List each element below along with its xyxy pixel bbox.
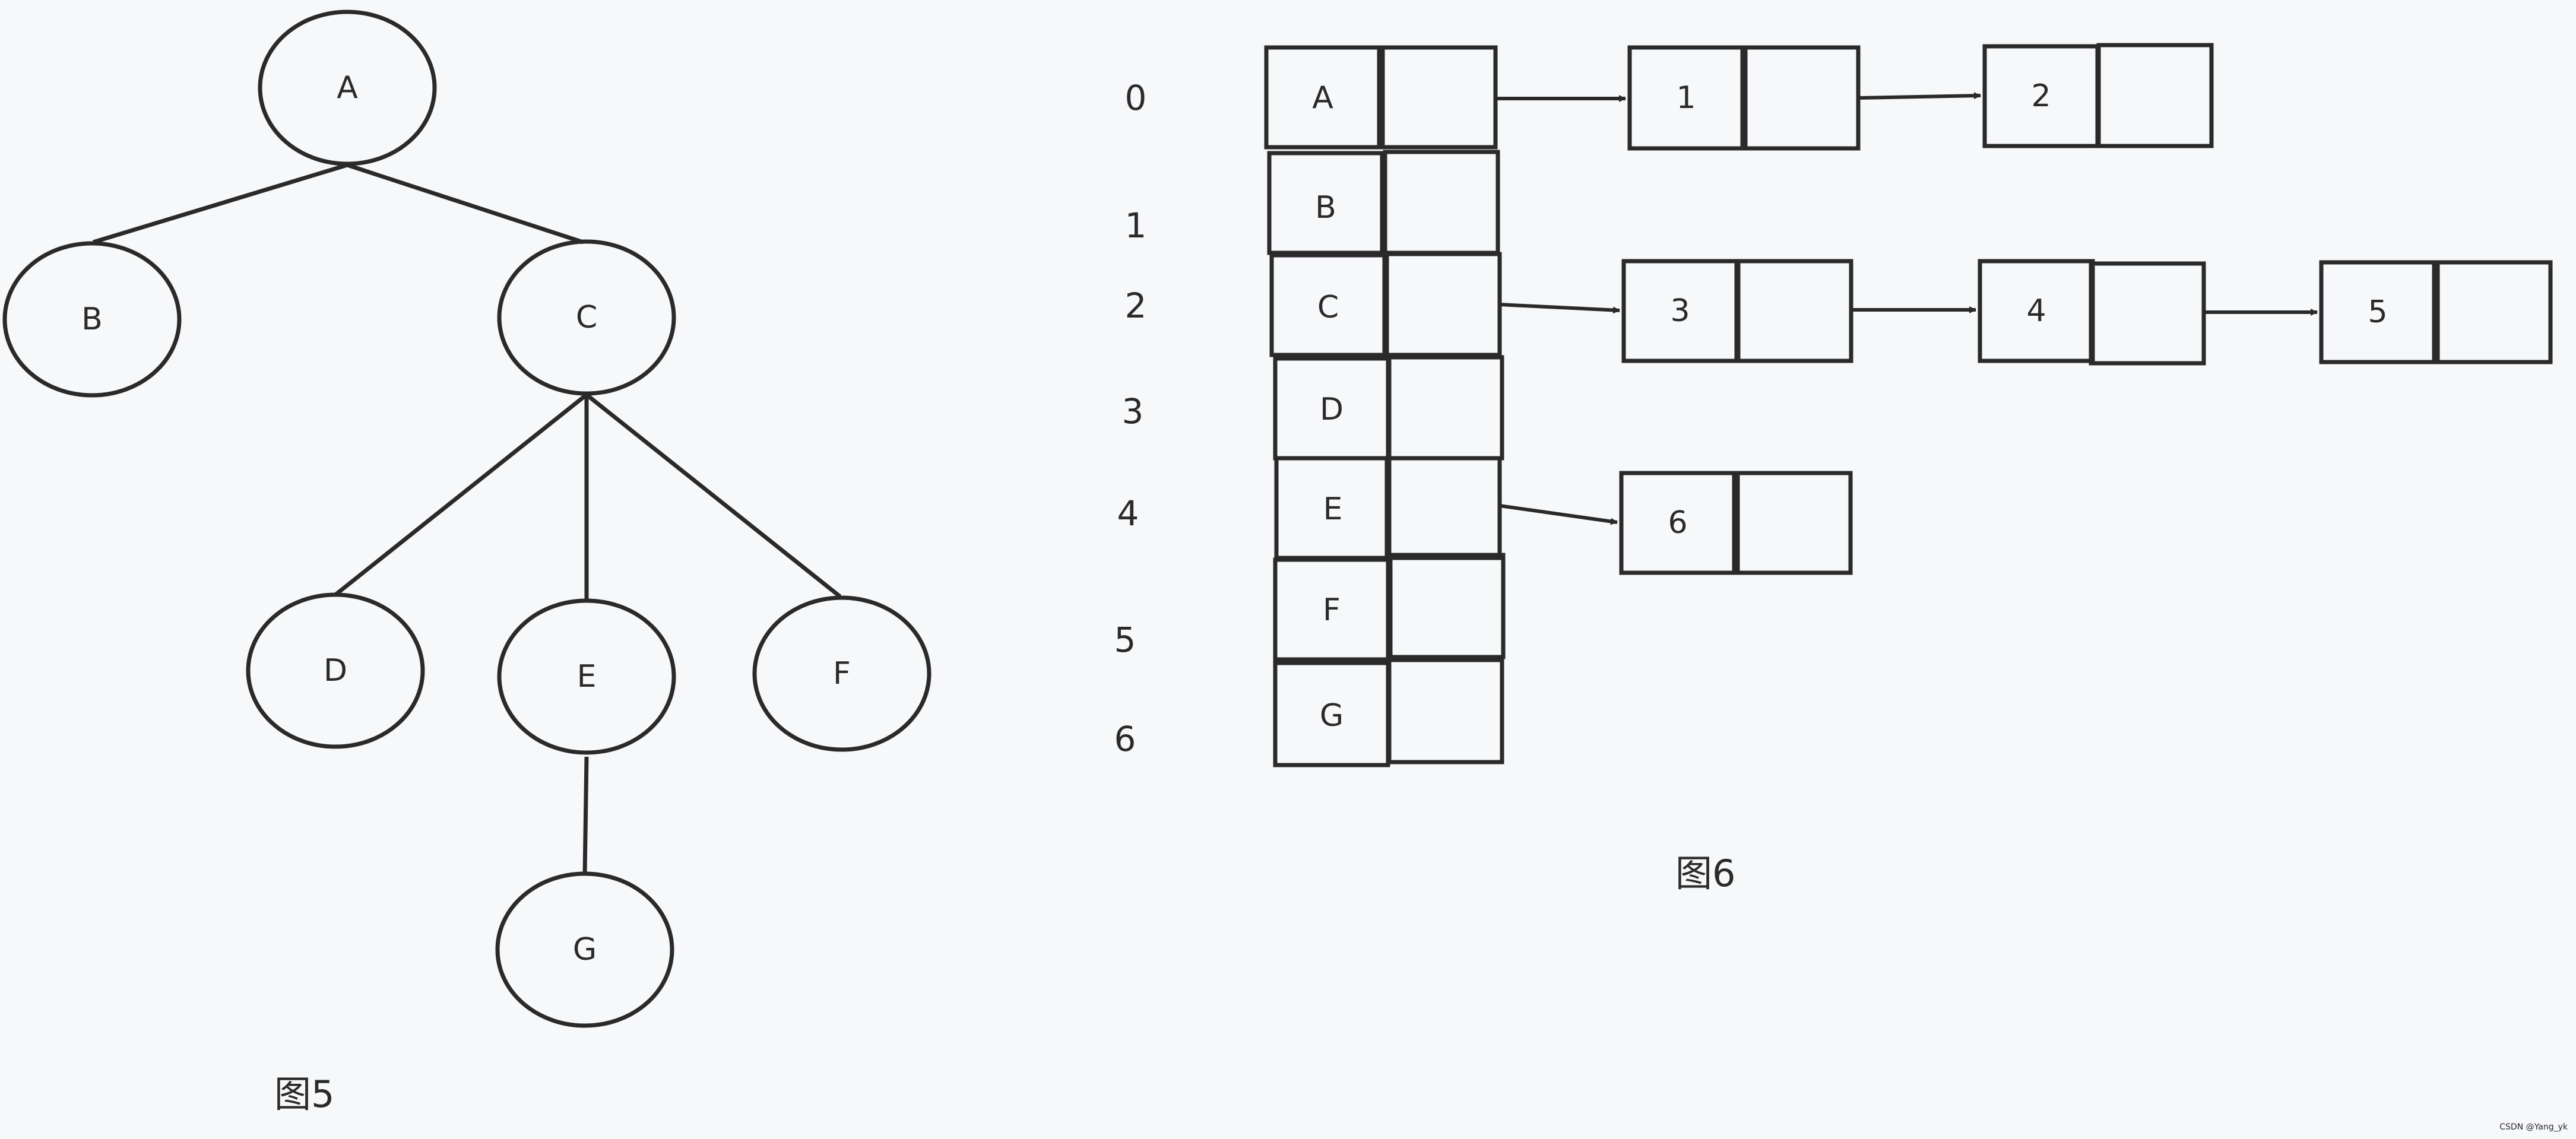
chain-label-5: 5 [2368,294,2387,330]
edge-a-b [92,163,348,245]
head-cell-a-data [1264,45,1382,150]
chain-node-5-data [2319,260,2436,364]
figure-6-chain-labels: 1 2 3 4 5 6 [1668,78,2387,541]
head-cell-a-pointer [1380,45,1498,150]
tree-label-b: B [81,302,103,337]
arrow-1-to-2 [1858,92,1981,100]
head-cell-f-pointer [1388,553,1506,659]
edge-c-f [585,393,842,598]
tree-node-f [752,595,931,752]
figure-6-head-labels: A B C D E F G [1312,80,1344,734]
head-label-g: G [1320,698,1344,734]
edge-c-d [334,393,588,597]
chain-node-4-pointer [2089,261,2206,366]
index-label-0: 0 [1125,78,1147,118]
edge-e-g [582,756,589,876]
head-cell-d-pointer [1387,355,1504,461]
head-cell-b-pointer [1383,150,1500,255]
head-cell-c-pointer [1384,252,1502,357]
head-label-b: B [1315,190,1336,226]
head-label-a: A [1312,80,1333,116]
index-label-5: 5 [1114,620,1136,660]
head-cell-f-data [1273,557,1390,662]
tree-label-g: G [573,932,597,967]
watermark: CSDN @Yang_yk [2499,1122,2568,1132]
chain-node-5-pointer [2435,260,2553,364]
head-cell-c-data [1269,253,1387,357]
index-label-2: 2 [1125,285,1147,326]
head-label-d: D [1320,392,1344,427]
tree-label-f: F [833,656,851,691]
index-label-3: 3 [1122,391,1144,432]
index-label-4: 4 [1117,493,1139,534]
chain-node-2-pointer [2096,43,2214,148]
chain-node-1-pointer [1743,45,1861,151]
chain-node-6-pointer [1735,471,1853,575]
figure-6-arrows [1495,92,2318,525]
tree-node-c [497,239,676,396]
tree-node-b [2,241,182,398]
head-cell-g-pointer [1387,658,1504,764]
index-label-6: 6 [1114,719,1136,759]
arrow-c-to-3 [1499,303,1620,314]
tree-label-e: E [577,659,597,694]
figure-5-caption: 图5 [274,1073,334,1116]
chain-node-1-data [1627,45,1745,151]
tree-label-a: A [337,70,358,106]
figure-6-chain-nodes [1619,43,2553,575]
chain-node-3-pointer [1736,259,1853,363]
edge-a-c [346,163,584,245]
tree-label-d: D [324,653,347,689]
figure-6-caption: 图6 [1675,852,1735,895]
head-label-f: F [1323,592,1341,628]
figure-5-tree [2,9,931,1028]
tree-label-c: C [576,300,597,335]
chain-node-6-data [1619,471,1737,575]
head-cell-e-pointer [1384,456,1502,560]
head-cell-b-data [1267,151,1384,255]
chain-label-4: 4 [2026,293,2046,329]
tree-node-d [246,592,425,749]
chain-label-1: 1 [1676,80,1696,116]
index-label-1: 1 [1125,205,1147,246]
chain-label-2: 2 [2031,78,2051,114]
arrow-e-to-6 [1499,504,1618,525]
chain-label-6: 6 [1668,505,1687,541]
head-label-c: C [1317,290,1339,325]
figure-6-index-labels: 0 1 2 3 4 5 6 [1114,78,1147,759]
tree-node-g [495,871,674,1028]
figure-5-labels: A B C D E F G [81,70,851,967]
head-label-e: E [1323,491,1343,527]
tree-node-e [497,598,676,755]
figure-6-head-array [1264,45,1506,767]
chain-label-3: 3 [1670,293,1690,329]
tree-node-a [258,9,437,166]
